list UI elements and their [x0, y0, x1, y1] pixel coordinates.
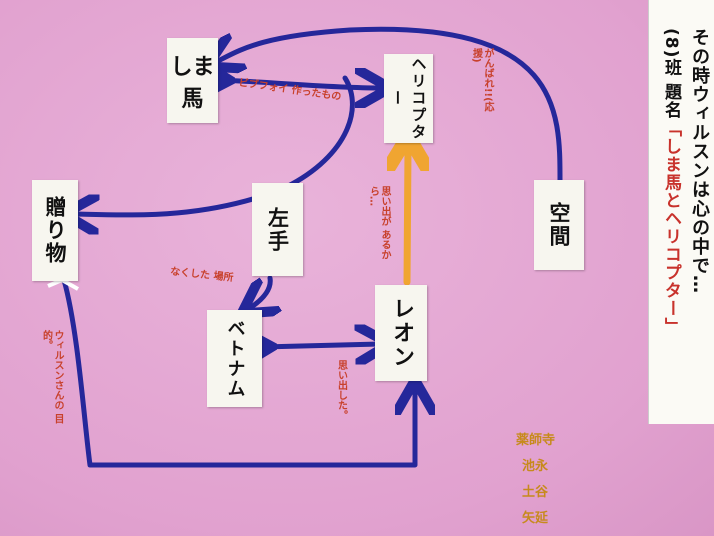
card-shima-uma-label: しま馬 — [170, 54, 215, 112]
member-name: 土谷 — [522, 485, 549, 500]
arrow-kuukan-to-shimauma — [216, 26, 563, 183]
arrow-hidarite-to-vietnam — [250, 275, 270, 308]
card-shima-uma: しま馬 — [167, 38, 218, 123]
title-sub: (8)班 題名「しま馬とヘリコプター」 — [659, 28, 684, 335]
title-name: 「しま馬とヘリコプター」 — [661, 119, 681, 336]
note-wilson-san: ウィルスンさんの 目的。 — [40, 330, 64, 424]
arrow-okurimono-to-leon — [61, 277, 415, 468]
arrow-leon-to-helicopter — [407, 150, 408, 286]
member-name: 矢延 — [522, 511, 549, 526]
card-helicopter: ヘリコプター — [384, 54, 433, 143]
card-helicopter-label: ヘリコプター — [388, 56, 428, 141]
title-group-label: (8)班 題名 — [661, 28, 681, 120]
note-omoidashita: 思い出した。 — [335, 360, 347, 420]
card-hidarite-label: 左手 — [265, 206, 290, 253]
members-list: 薬師寺 池永 土谷 矢延 — [516, 428, 555, 532]
card-leon: レオン — [375, 285, 427, 381]
title-panel: その時ウィルスンは心の中で… (8)班 題名「しま馬とヘリコプター」 — [648, 0, 714, 424]
note-omoide-ga: 思い出が あるから… — [367, 186, 391, 260]
card-hidarite: 左手 — [252, 183, 303, 276]
member-name: 薬師寺 — [516, 433, 556, 448]
note-ganbare: がんばれ!!(応援) — [470, 48, 494, 112]
card-kuukan: 空間 — [534, 180, 584, 270]
title-main: その時ウィルスンは心の中で… — [689, 28, 710, 294]
card-vietnam: ベトナム — [207, 310, 262, 407]
arrow-shimauma-helicopter — [220, 80, 380, 88]
card-okurimono-label: 贈り物 — [43, 196, 67, 265]
card-kuukan-label: 空間 — [547, 202, 571, 248]
arrow-vietnam-leon — [262, 344, 380, 347]
card-leon-label: レオン — [389, 297, 414, 369]
card-okurimono: 贈り物 — [32, 180, 78, 281]
member-name: 池永 — [522, 459, 549, 474]
card-vietnam-label: ベトナム — [224, 318, 246, 399]
